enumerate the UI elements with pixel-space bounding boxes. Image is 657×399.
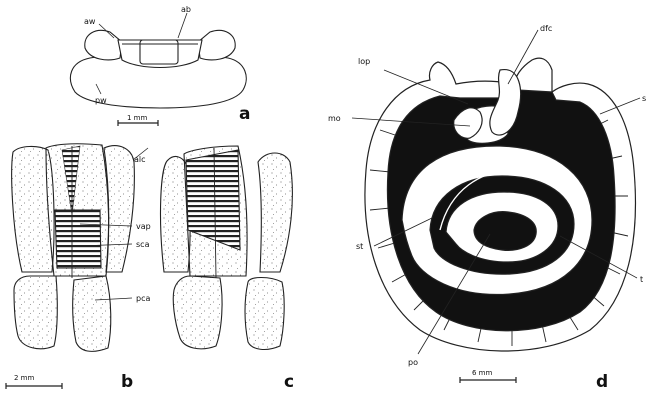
label-s: s	[642, 94, 646, 103]
scale-label-a: 1 mm	[127, 114, 147, 122]
striated-band-b	[55, 210, 101, 268]
label-st: st	[356, 242, 363, 251]
lower-left-plate-c	[173, 276, 222, 349]
panel-b-specimen	[12, 144, 135, 352]
panel-label-c: c	[284, 372, 294, 392]
label-sca: sca	[136, 240, 150, 249]
right-lateral-plate-c	[258, 153, 292, 272]
anterior-wing-left	[85, 30, 122, 59]
scale-label-b: 2 mm	[14, 374, 34, 382]
label-ab: ab	[181, 5, 191, 14]
lower-right-plate-c	[245, 278, 284, 350]
panel-label-a: a	[239, 104, 250, 124]
label-aw: aw	[84, 17, 96, 26]
label-pw: pw	[95, 96, 107, 105]
label-lop: lop	[358, 57, 370, 66]
label-po: po	[408, 358, 418, 367]
label-vap: vap	[136, 222, 151, 231]
right-lateral-plate-b	[104, 146, 134, 272]
panel-label-d: d	[596, 372, 608, 392]
label-pca: pca	[136, 294, 150, 303]
panel-d-specimen	[365, 58, 636, 351]
lower-left-plate-b	[14, 276, 57, 349]
panel-label-b: b	[121, 372, 133, 392]
panel-c-specimen	[161, 146, 293, 349]
label-alc: alc	[134, 155, 146, 164]
scale-label-d: 6 mm	[472, 369, 492, 377]
label-t: t	[640, 275, 643, 284]
label-dfc: dfc	[540, 24, 552, 33]
label-mo: mo	[328, 114, 341, 123]
lower-right-plate-b	[73, 276, 111, 351]
anterior-wing-right	[198, 30, 235, 59]
